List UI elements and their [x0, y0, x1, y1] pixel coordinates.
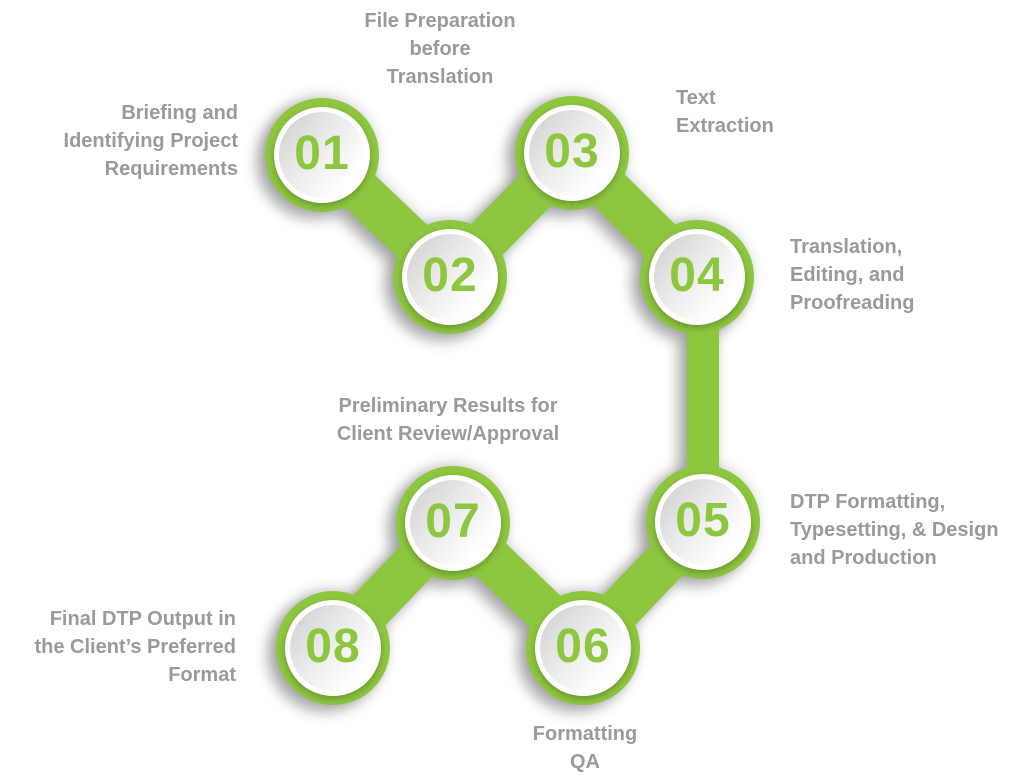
step-number-06: 06 [555, 620, 611, 673]
step-number-05: 05 [675, 494, 731, 547]
step-label-07: Preliminary Results for Client Review/Ap… [336, 395, 560, 445]
step-label-05: DTP Formatting, Typesetting, & Design an… [790, 491, 999, 569]
step-label-01: Briefing and Identifying Project Require… [63, 102, 238, 180]
step-label-06: Formatting QA [532, 723, 638, 773]
step-circle-01: 01 [274, 107, 370, 203]
step-circle-04: 04 [649, 229, 745, 325]
step-circle-08: 08 [285, 600, 381, 696]
step-circle-02: 02 [402, 229, 498, 325]
step-circle-03: 03 [524, 105, 620, 201]
step-node-02: 02 [393, 220, 507, 334]
step-number-04: 04 [669, 249, 725, 302]
step-circle-06: 06 [535, 600, 631, 696]
step-circle-05: 05 [655, 474, 751, 570]
step-number-02: 02 [422, 249, 478, 302]
step-label-03: Text Extraction [676, 87, 774, 137]
step-label-04: Translation, Editing, and Proofreading [790, 236, 915, 314]
step-node-05: 05 [646, 465, 760, 579]
step-node-08: 08 [276, 591, 390, 705]
step-label-02: File Preparation before Translation [364, 10, 516, 88]
step-number-08: 08 [305, 620, 361, 673]
step-node-03: 03 [515, 96, 629, 210]
step-number-07: 07 [425, 495, 481, 548]
step-number-01: 01 [294, 127, 350, 180]
step-node-04: 04 [640, 220, 754, 334]
step-label-08: Final DTP Output in the Client’s Preferr… [34, 608, 236, 686]
step-node-06: 06 [526, 591, 640, 705]
step-node-01: 01 [265, 98, 379, 212]
step-node-07: 07 [396, 466, 510, 580]
step-circle-07: 07 [405, 475, 501, 571]
step-number-03: 03 [544, 125, 600, 178]
